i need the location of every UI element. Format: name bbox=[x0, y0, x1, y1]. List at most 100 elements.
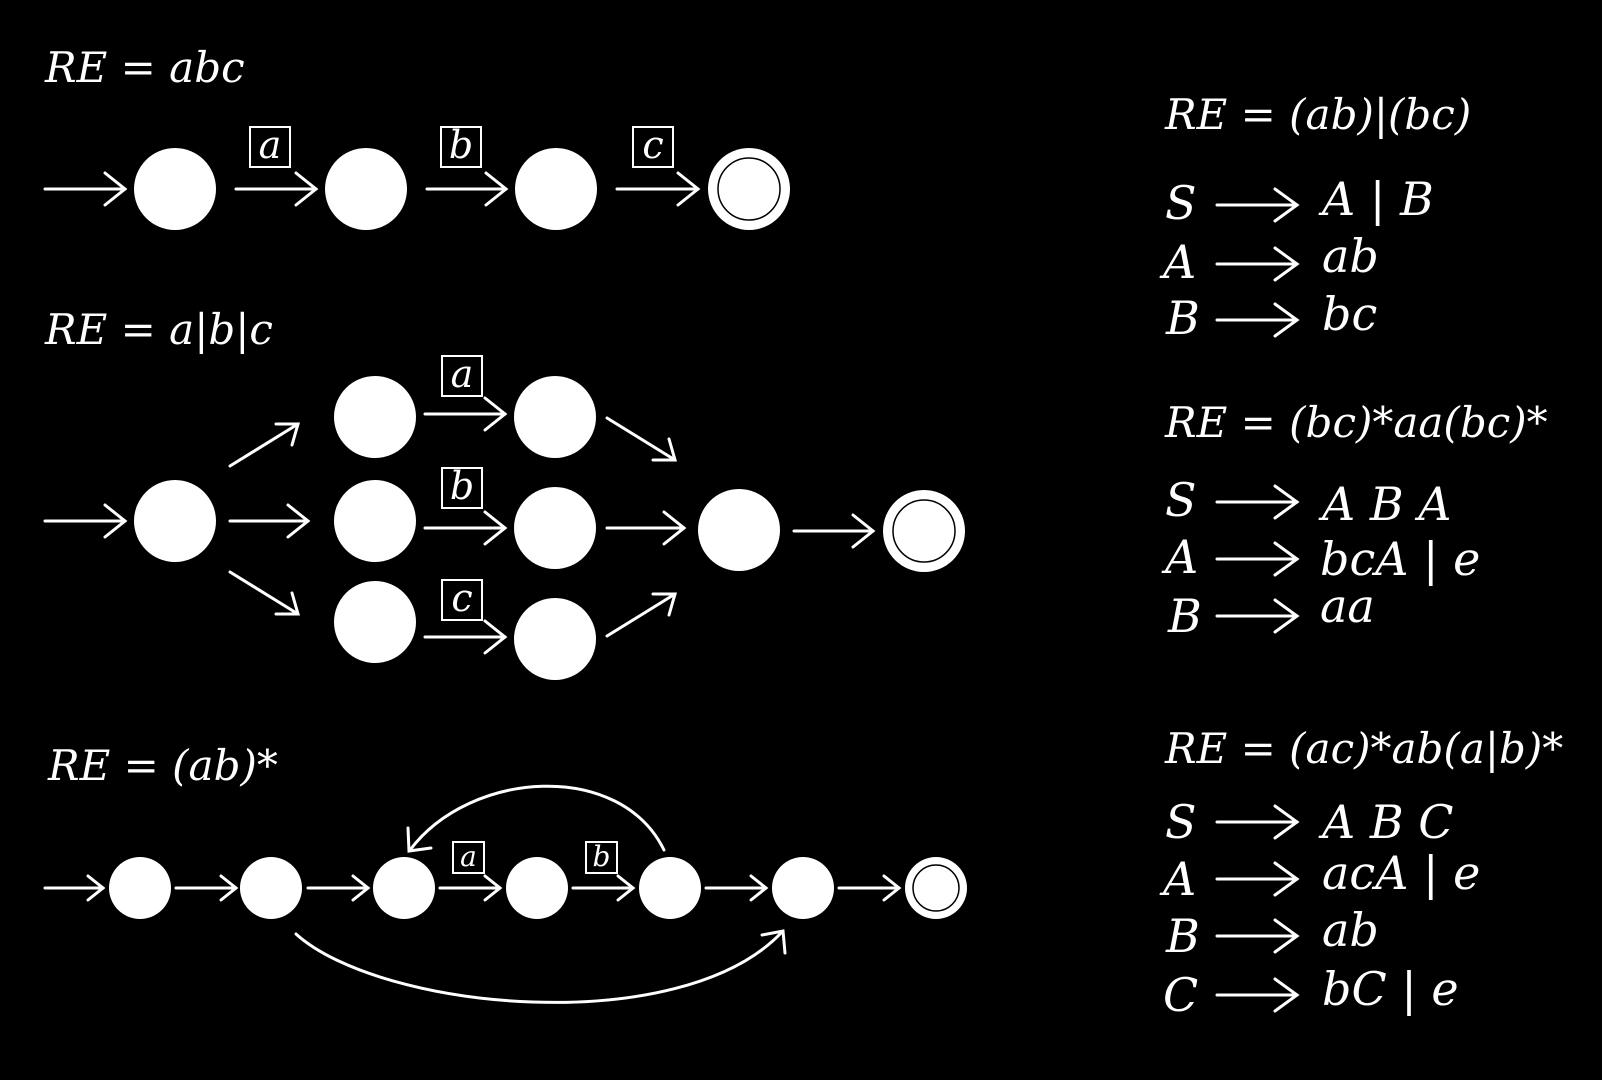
grammar-rhs: A B A bbox=[1318, 477, 1452, 531]
state-node bbox=[514, 487, 596, 569]
grammar-lhs: S bbox=[1165, 473, 1197, 527]
state-node bbox=[134, 148, 216, 230]
grammar-rhs: bc bbox=[1322, 287, 1377, 341]
production-arrow bbox=[1215, 804, 1300, 840]
transition-label: b bbox=[593, 840, 611, 873]
transition-label-box bbox=[585, 841, 618, 874]
grammar-rhs: A B C bbox=[1318, 795, 1453, 849]
transition-label: c bbox=[642, 123, 663, 167]
grammar-3-title: RE = (ac)*ab(a|b)* bbox=[1164, 724, 1563, 773]
grammar-2: RE = (bc)*aa(bc)* S A B A A bcA | e B aa bbox=[1161, 398, 1548, 643]
grammar-rhs: ab bbox=[1322, 229, 1379, 283]
grammar-rhs: acA | e bbox=[1322, 846, 1480, 900]
diagram-kleene-title: RE = (ab)* bbox=[47, 741, 278, 790]
transition-label-box bbox=[441, 355, 483, 397]
transition-label-box bbox=[452, 841, 485, 874]
transition-arrow bbox=[704, 874, 769, 902]
transition-arrow bbox=[306, 874, 371, 902]
state-node bbox=[506, 857, 568, 919]
transition-label-box bbox=[632, 126, 674, 168]
state-node bbox=[240, 857, 302, 919]
transition-arrow bbox=[837, 874, 902, 902]
production-arrow bbox=[1215, 598, 1300, 634]
state-node bbox=[334, 376, 416, 458]
grammar-lhs: B bbox=[1167, 589, 1202, 643]
transition-label: a bbox=[460, 840, 477, 873]
state-node bbox=[109, 857, 171, 919]
grammar-lhs: A bbox=[1161, 530, 1198, 584]
transition-arrow bbox=[423, 510, 508, 546]
transition-label: c bbox=[451, 576, 472, 620]
state-node bbox=[134, 480, 216, 562]
branch-arrow-down bbox=[228, 570, 300, 616]
transition-label: a bbox=[259, 123, 282, 167]
branch-arrow-mid bbox=[228, 503, 311, 539]
start-arrow bbox=[43, 874, 106, 902]
accept-state bbox=[708, 148, 790, 230]
accept-state bbox=[905, 857, 967, 919]
transition-arrow bbox=[792, 513, 876, 549]
loop-back-arc bbox=[406, 784, 666, 853]
grammar-rhs: bC | e bbox=[1322, 962, 1459, 1016]
transition-arrow bbox=[425, 171, 509, 207]
merge-arrow-up bbox=[605, 592, 677, 638]
diagram-alternation: RE = a|b|c a bbox=[43, 305, 965, 680]
state-node bbox=[772, 857, 834, 919]
transition-label: a bbox=[451, 352, 474, 396]
transition-arrow bbox=[423, 396, 508, 432]
state-node bbox=[373, 857, 435, 919]
transition-arrow bbox=[234, 171, 319, 207]
diagram-abc: RE = abc a b c bbox=[43, 43, 790, 230]
state-node bbox=[639, 857, 701, 919]
branch-arrow-up bbox=[228, 422, 300, 468]
start-arrow bbox=[43, 171, 128, 207]
transition-arrow bbox=[423, 619, 508, 655]
transition-label: b bbox=[449, 123, 473, 167]
merge-arrow-down bbox=[605, 416, 677, 462]
state-node bbox=[334, 480, 416, 562]
grammar-rhs: aa bbox=[1320, 579, 1375, 633]
transition-arrow bbox=[174, 874, 239, 902]
production-arrow bbox=[1215, 861, 1300, 897]
diagram-kleene-star: RE = (ab)* a b bbox=[43, 741, 967, 1004]
grammar-lhs: S bbox=[1165, 795, 1197, 849]
production-arrow bbox=[1215, 187, 1300, 223]
accept-state bbox=[883, 490, 965, 572]
grammar-rhs: bcA | e bbox=[1320, 532, 1480, 586]
production-arrow bbox=[1215, 918, 1300, 954]
diagram-abc-title: RE = abc bbox=[44, 43, 245, 92]
state-node bbox=[515, 148, 597, 230]
skip-arc bbox=[294, 929, 787, 1004]
state-node bbox=[514, 598, 596, 680]
grammar-lhs: A bbox=[1159, 235, 1196, 289]
transition-label-box bbox=[441, 579, 483, 621]
state-node bbox=[325, 148, 407, 230]
transition-arrow bbox=[571, 874, 636, 902]
transition-label-box bbox=[440, 126, 482, 168]
transition-label-box bbox=[441, 467, 483, 509]
grammar-lhs: S bbox=[1165, 176, 1197, 230]
grammar-rhs: ab bbox=[1322, 903, 1379, 957]
state-node bbox=[334, 581, 416, 663]
production-arrow bbox=[1215, 541, 1300, 577]
start-arrow bbox=[43, 503, 128, 539]
grammar-1: RE = (ab)|(bc) S A | B A ab B bc bbox=[1159, 90, 1471, 345]
diagram-alternation-title: RE = a|b|c bbox=[44, 305, 273, 354]
transition-arrow bbox=[615, 171, 701, 207]
grammar-1-title: RE = (ab)|(bc) bbox=[1164, 90, 1471, 139]
transition-label: b bbox=[450, 464, 474, 508]
grammar-lhs: B bbox=[1165, 909, 1200, 963]
merge-arrow-mid bbox=[605, 510, 687, 546]
production-arrow bbox=[1215, 302, 1300, 338]
production-arrow bbox=[1215, 484, 1300, 520]
grammar-lhs: B bbox=[1165, 291, 1200, 345]
grammar-lhs: C bbox=[1163, 968, 1198, 1022]
transition-label-box bbox=[249, 126, 291, 168]
grammar-rhs: A | B bbox=[1318, 172, 1434, 226]
production-arrow bbox=[1215, 977, 1300, 1013]
grammar-2-title: RE = (bc)*aa(bc)* bbox=[1164, 398, 1548, 447]
grammar-lhs: A bbox=[1159, 852, 1196, 906]
grammar-3: RE = (ac)*ab(a|b)* S A B C A acA | e B a… bbox=[1159, 724, 1563, 1022]
transition-arrow bbox=[438, 874, 503, 902]
